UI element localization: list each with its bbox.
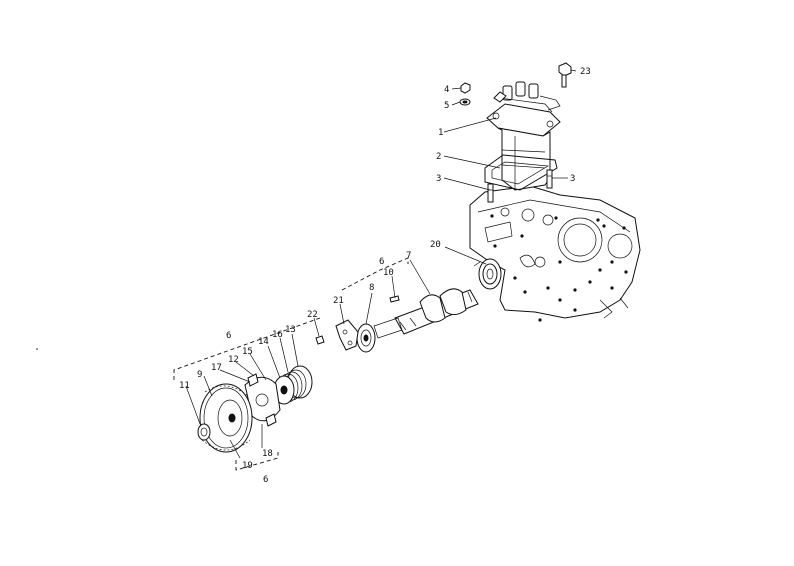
callout-6-bottom: 6	[263, 475, 268, 485]
callout-labels: 1 2 3 3 4 5 6 6 6 7 8 9 10 11 12 13 14 1…	[179, 67, 591, 485]
callout-15: 15	[242, 347, 253, 357]
nut-and-washer	[459, 82, 471, 106]
assembly-brackets	[173, 257, 409, 471]
callout-10: 10	[383, 268, 394, 278]
engine-block	[469, 185, 641, 322]
callout-5: 5	[444, 101, 449, 111]
key	[389, 295, 400, 303]
callout-17: 17	[211, 363, 222, 373]
bolt	[558, 62, 572, 88]
callout-22: 22	[307, 310, 318, 320]
callout-14: 14	[258, 337, 269, 347]
mounting-studs	[487, 169, 553, 203]
callout-18: 18	[262, 449, 273, 459]
callout-9: 9	[197, 370, 202, 380]
callout-6-top: 6	[379, 257, 384, 267]
callout-4: 4	[444, 85, 449, 95]
callout-20: 20	[430, 240, 441, 250]
callout-3-left: 3	[436, 174, 441, 184]
screw	[315, 335, 325, 345]
bearing	[473, 258, 502, 290]
callout-11: 11	[179, 381, 190, 391]
leader-lines	[185, 69, 577, 459]
callout-21: 21	[333, 296, 344, 306]
callout-8: 8	[369, 283, 374, 293]
callout-12: 12	[228, 355, 239, 365]
callout-3-right: 3	[570, 174, 575, 184]
callout-19: 19	[242, 461, 253, 471]
callout-13: 13	[285, 325, 296, 335]
governor-weights	[244, 373, 281, 427]
callout-7: 7	[406, 251, 411, 261]
collar	[356, 323, 376, 353]
gasket	[484, 154, 558, 191]
callout-16: 16	[272, 330, 283, 340]
callout-23: 23	[580, 67, 591, 77]
hub-ring	[197, 423, 211, 441]
callout-1: 1	[438, 128, 443, 138]
speck	[36, 348, 38, 350]
callout-6-left: 6	[226, 331, 231, 341]
governor-springs	[273, 365, 313, 405]
retainer-plate	[335, 319, 359, 351]
drive-gear	[199, 383, 253, 453]
injection-pump	[486, 81, 561, 191]
camshaft	[373, 288, 479, 339]
callout-2: 2	[436, 152, 441, 162]
